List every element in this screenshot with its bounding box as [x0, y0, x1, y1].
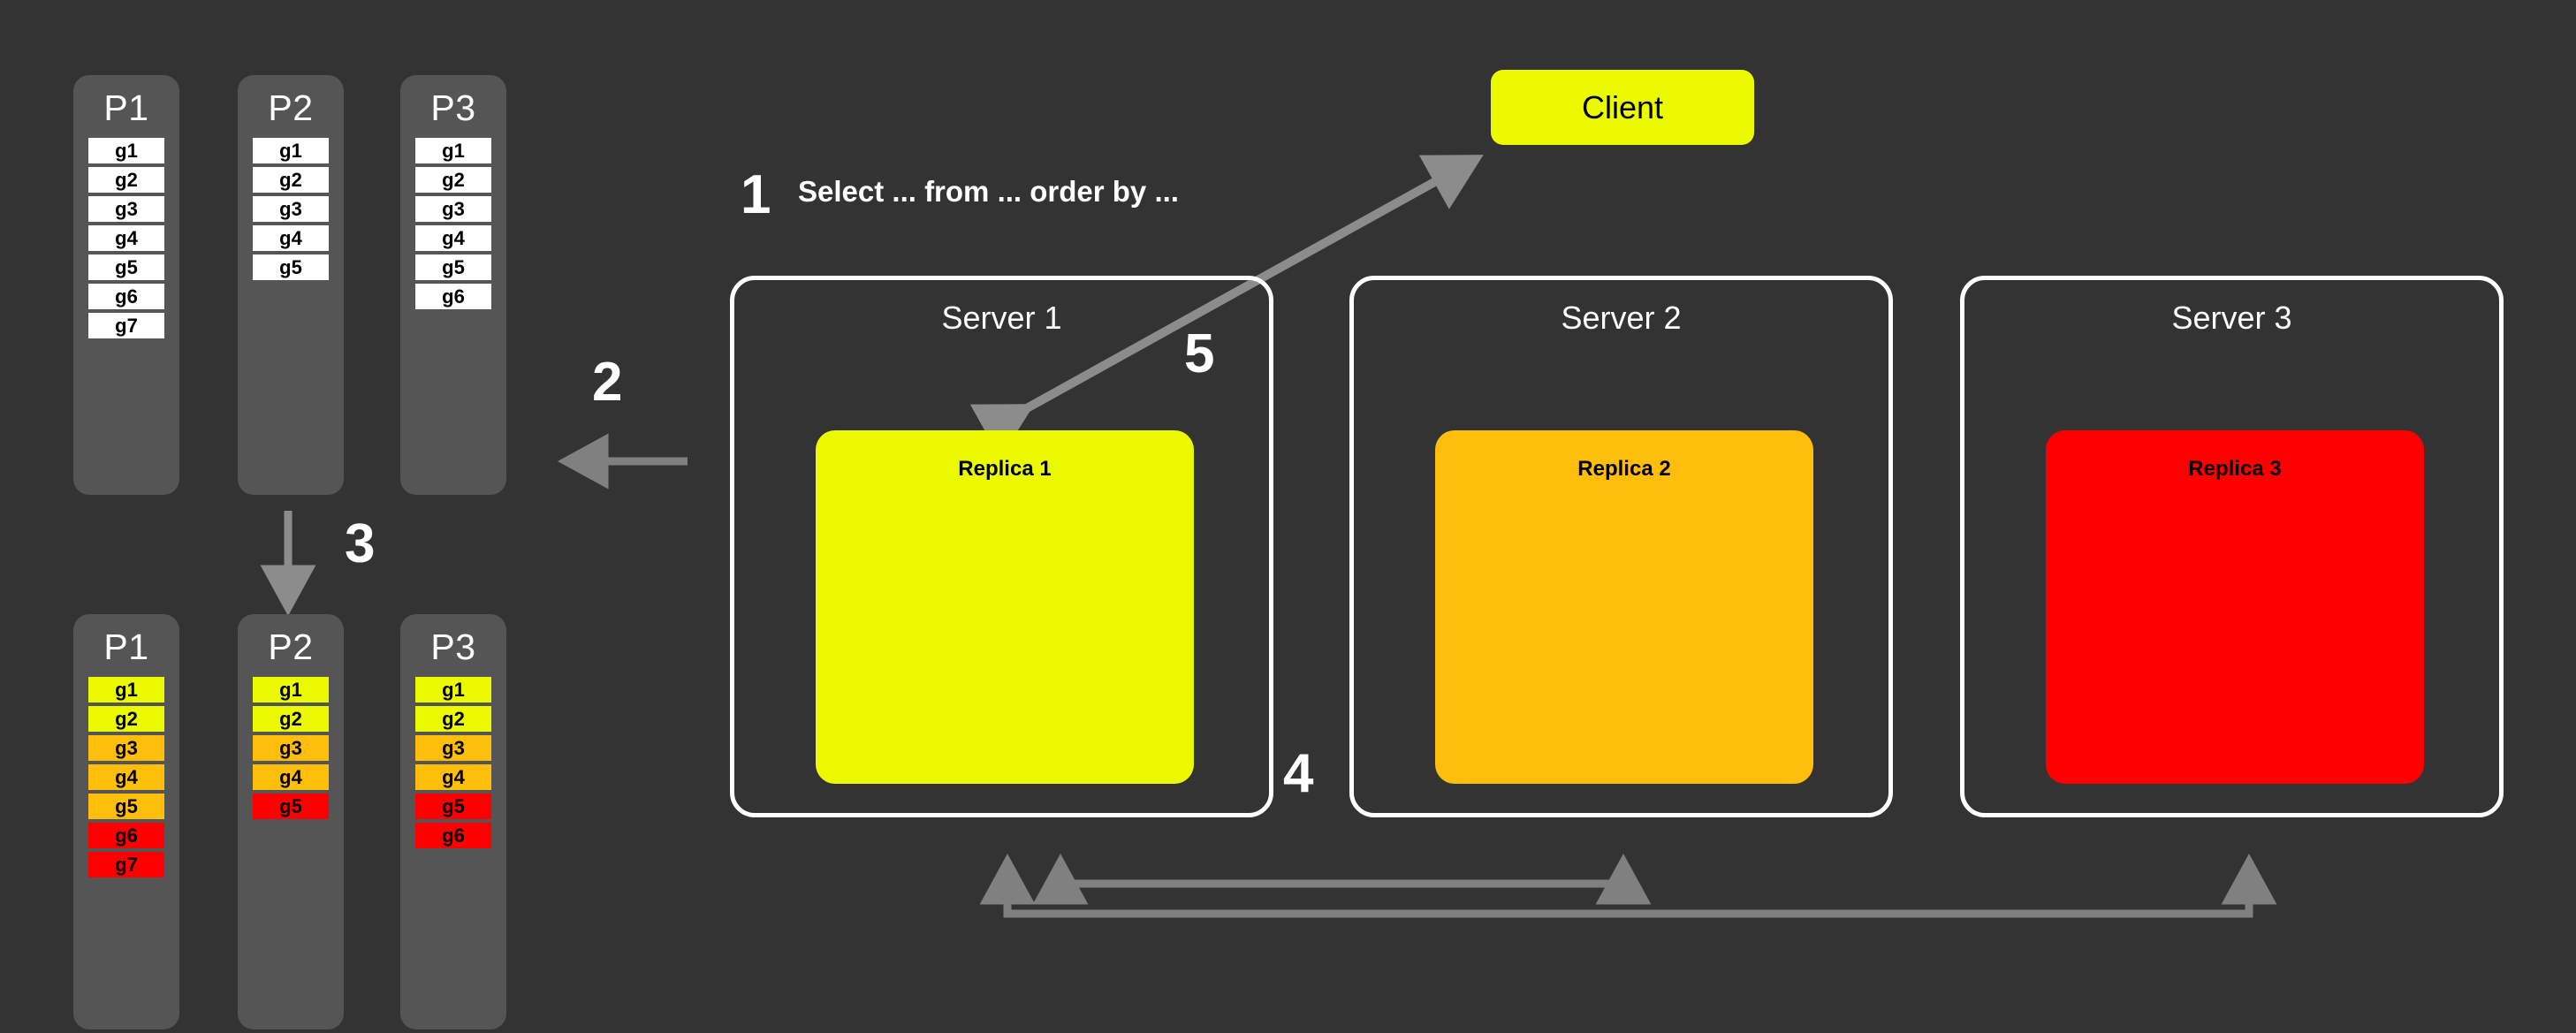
server-2-box[interactable]: Server 2 Replica 2	[1349, 276, 1893, 817]
partition-cell: g5	[253, 794, 329, 819]
step-number-4: 4	[1283, 743, 1314, 804]
partition-cell: g4	[88, 225, 164, 251]
step4-connectors	[979, 854, 2277, 918]
partition-cell: g3	[88, 196, 164, 222]
partition-cell: g4	[253, 764, 329, 790]
partition-cell: g2	[415, 167, 491, 193]
partition-cell: g1	[415, 138, 491, 163]
partition-cell: g1	[253, 677, 329, 703]
partition-title: P1	[103, 87, 149, 128]
partition-cell: g3	[253, 196, 329, 222]
partition-cell: g7	[88, 313, 164, 338]
partition-title: P2	[268, 87, 314, 128]
partition-cell: g2	[415, 706, 491, 732]
partition-cell: g6	[415, 823, 491, 848]
partition-cell: g3	[253, 735, 329, 761]
partition-cell: g3	[415, 196, 491, 222]
partition-cell: g4	[415, 225, 491, 251]
partition-title: P3	[430, 627, 476, 667]
partition-cell: g3	[88, 735, 164, 761]
partition-title: P2	[268, 627, 314, 667]
partition-column-p2-after: P2 g1 g2 g3 g4 g5	[238, 614, 344, 1029]
client-label: Client	[1581, 88, 1664, 125]
partition-cell: g5	[88, 254, 164, 280]
replica-1-box[interactable]: Replica 1	[816, 430, 1194, 784]
partition-cell: g3	[415, 735, 491, 761]
partition-cell: g2	[88, 706, 164, 732]
partition-cells: g1 g2 g3 g4 g5 g6 g7	[73, 138, 179, 342]
partition-cells: g1 g2 g3 g4 g5 g6 g7	[73, 677, 179, 881]
server-3-box[interactable]: Server 3 Replica 3	[1960, 276, 2504, 817]
partition-cell: g6	[88, 823, 164, 848]
partition-cell: g2	[88, 167, 164, 193]
partition-cell: g4	[415, 764, 491, 790]
server-title: Server 1	[941, 300, 1062, 336]
partition-cells: g1 g2 g3 g4 g5	[238, 677, 344, 823]
partition-cell: g1	[253, 138, 329, 163]
partition-cell: g5	[415, 794, 491, 819]
replica-label: Replica 3	[2188, 457, 2282, 481]
partition-cell: g5	[253, 254, 329, 280]
replica-label: Replica 2	[1577, 457, 1671, 481]
replica-label: Replica 1	[958, 457, 1052, 481]
partition-cells: g1 g2 g3 g4 g5	[238, 138, 344, 284]
partition-column-p3-before: P3 g1 g2 g3 g4 g5 g6	[400, 75, 506, 495]
step-number-5: 5	[1184, 323, 1215, 384]
step-number-3: 3	[345, 513, 376, 574]
partition-column-p3-after: P3 g1 g2 g3 g4 g5 g6	[400, 614, 506, 1029]
partition-cell: g6	[88, 284, 164, 309]
replica-2-box[interactable]: Replica 2	[1435, 430, 1813, 784]
replica-3-box[interactable]: Replica 3	[2046, 430, 2424, 784]
partition-cell: g5	[88, 794, 164, 819]
partition-cell: g1	[88, 677, 164, 703]
step-1-caption: Select ... from ... order by ...	[798, 175, 1179, 208]
partition-cell: g6	[415, 284, 491, 309]
partition-cell: g1	[415, 677, 491, 703]
partition-column-p1-before: P1 g1 g2 g3 g4 g5 g6 g7	[73, 75, 179, 495]
partition-cell: g2	[253, 167, 329, 193]
server-title: Server 2	[1561, 300, 1682, 336]
partition-cell: g7	[88, 852, 164, 877]
partition-column-p2-before: P2 g1 g2 g3 g4 g5	[238, 75, 344, 495]
partition-cell: g4	[88, 764, 164, 790]
partition-cells: g1 g2 g3 g4 g5 g6	[400, 677, 506, 852]
partition-cell: g5	[415, 254, 491, 280]
partition-cells: g1 g2 g3 g4 g5 g6	[400, 138, 506, 313]
partition-title: P1	[103, 627, 149, 667]
partition-cell: g2	[253, 706, 329, 732]
partition-cell: g1	[88, 138, 164, 163]
partition-cell: g4	[253, 225, 329, 251]
step-number-2: 2	[592, 352, 623, 413]
step-number-1: 1	[741, 164, 771, 225]
server-title: Server 3	[2171, 300, 2292, 336]
server-1-box[interactable]: Server 1 Replica 1	[730, 276, 1273, 817]
partition-column-p1-after: P1 g1 g2 g3 g4 g5 g6 g7	[73, 614, 179, 1029]
client-node[interactable]: Client	[1491, 70, 1754, 145]
partition-title: P3	[430, 87, 476, 128]
